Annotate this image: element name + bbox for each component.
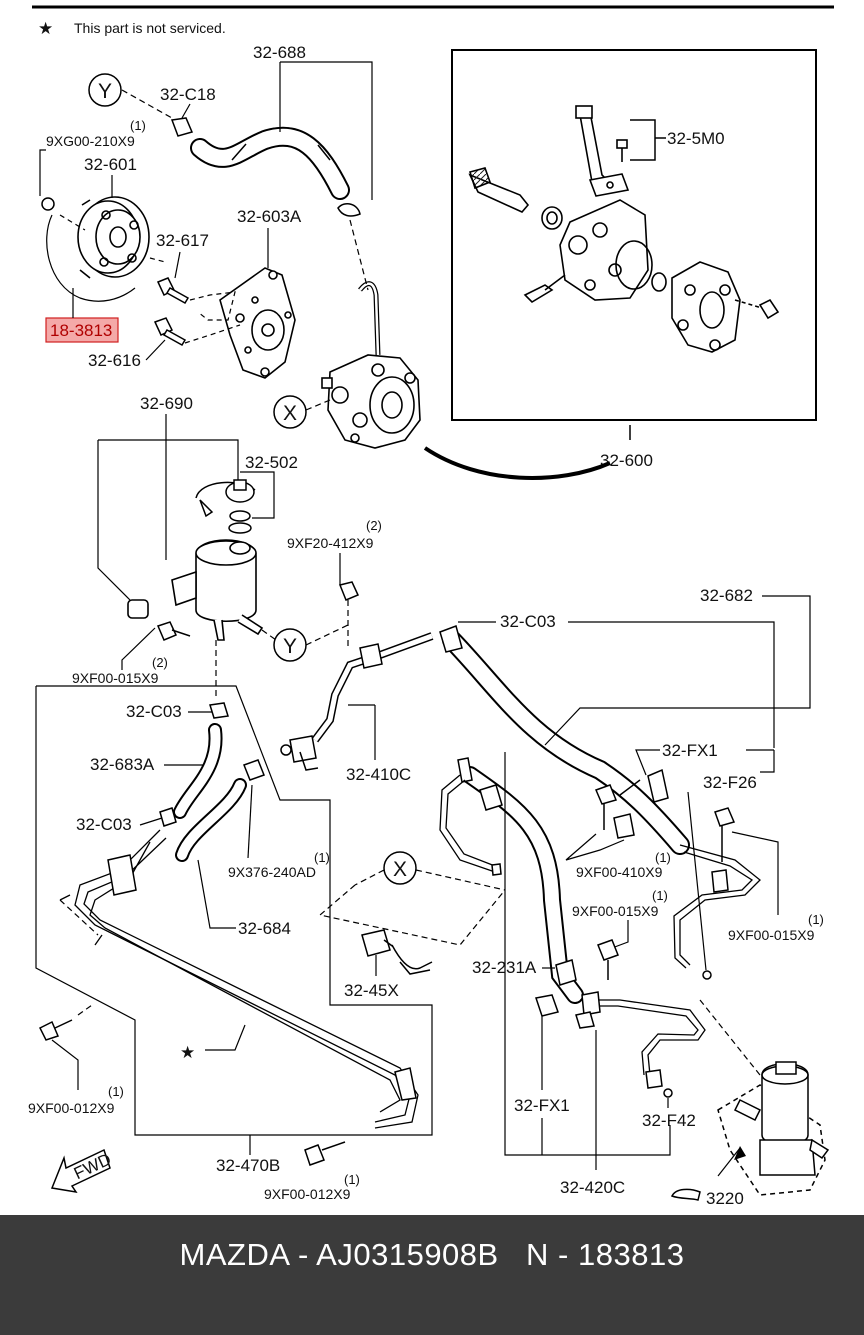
x-detail-frame: [318, 869, 506, 946]
label-32-fx1-top: 32-FX1: [662, 741, 718, 760]
star-icon: ★: [38, 19, 53, 38]
marker-y-top: [88, 73, 122, 107]
label-32-420c: 32-420C: [560, 1178, 625, 1197]
qty-9xf20: (2): [366, 518, 382, 533]
label-32-f26: 32-F26: [703, 773, 757, 792]
label-9xf00-410x9: 9XF00-410X9: [576, 864, 663, 880]
group-box-470b: [35, 685, 433, 1136]
footer-part-info: MAZDA - AJ0315908B N - 183813: [179, 1237, 685, 1272]
label-32-682: 32-682: [700, 586, 753, 605]
marker-y-top-label: Y: [98, 80, 112, 103]
qty-9xf00-012x9-left: (1): [108, 1084, 124, 1099]
label-9x376-240ad: 9X376-240AD: [228, 864, 316, 880]
pipe-32-410c: [280, 632, 434, 771]
dashed-mount-lines: [59, 214, 241, 344]
label-32-690: 32-690: [140, 394, 193, 413]
reservoir-cap: [195, 479, 256, 534]
label-32-410c: 32-410C: [346, 765, 411, 784]
label-32-470b: 32-470B: [216, 1156, 280, 1175]
bolts-617-616: [153, 277, 190, 347]
label-32-683a: 32-683A: [90, 755, 155, 774]
label-32-5m0: 32-5M0: [667, 129, 725, 148]
label-32-688: 32-688: [253, 43, 306, 62]
diagram-canvas: ★ This part is not serviced.: [28, 5, 834, 1208]
reservoir-tank: [127, 539, 264, 641]
label-32-c18: 32-C18: [160, 85, 216, 104]
qty-9xf00-410x9: (1): [655, 850, 671, 865]
label-32-600: 32-600: [600, 451, 653, 470]
bolt-9xf20: [338, 581, 360, 601]
hose-32-688: [190, 126, 350, 200]
label-32-616: 32-616: [88, 351, 141, 370]
qty-9xg00: (1): [130, 118, 146, 133]
label-18-3813[interactable]: 18-3813: [50, 321, 112, 340]
clamp-32-c18: [170, 117, 194, 137]
label-32-f42: 32-F42: [642, 1111, 696, 1130]
qty-9x376: (1): [314, 850, 330, 865]
nut-9xg00: [41, 197, 55, 211]
label-32-502: 32-502: [245, 453, 298, 472]
steering-gear-3220: [717, 1061, 830, 1196]
hose-32-231a: [457, 757, 584, 1004]
pump-curve-arrow: [423, 446, 611, 480]
parts-diagram: ★ This part is not serviced.: [28, 5, 834, 1208]
star-marker-icon: ★: [180, 1043, 195, 1062]
label-9xg00-210x9: 9XG00-210X9: [46, 133, 135, 149]
fwd-arrow-icon: FWD: [50, 1148, 114, 1194]
power-steering-pump: [321, 281, 421, 449]
label-3220: 3220: [706, 1189, 744, 1208]
footer-bar: MAZDA - AJ0315908B N - 183813: [0, 1215, 864, 1335]
bolt-9xf00-012x9-left: [38, 1020, 60, 1041]
leader-32-5m0: [630, 119, 656, 161]
label-9xf00-015x9-mid: 9XF00-015X9: [572, 903, 659, 919]
bolt-9xf00-015x9-right: [714, 807, 736, 827]
label-32-684: 32-684: [238, 919, 291, 938]
marker-x-low: [383, 851, 417, 885]
qty-9xf00-015x9-right: (1): [808, 912, 824, 927]
label-9xf00-015x9-right: 9XF00-015X9: [728, 927, 815, 943]
label-9xf00-012x9-bottom: 9XF00-012X9: [264, 1186, 351, 1202]
reference-arrow-icon: [670, 1188, 701, 1201]
bolt-9xf00-015x9-mid: [597, 939, 619, 961]
label-32-231a: 32-231A: [472, 958, 537, 977]
hose-32-682: [439, 625, 690, 855]
sensor-32-45x: [361, 929, 433, 975]
pipe-right-group: [673, 844, 761, 969]
label-32-603a: 32-603A: [237, 207, 302, 226]
label-9xf00-015x9-left: 9XF00-015X9: [72, 670, 159, 686]
bolt-9xf00-410x9: [594, 784, 618, 805]
bracket-603a: [219, 267, 296, 379]
clamp-upper: [337, 203, 361, 217]
hose-683a-684: [173, 723, 265, 862]
pulley: [46, 196, 150, 302]
label-32-601: 32-601: [84, 155, 137, 174]
label-9xf20-412x9: 9XF20-412X9: [287, 535, 374, 551]
label-9xf00-012x9-left: 9XF00-012X9: [28, 1100, 115, 1116]
marker-x-low-label: X: [393, 858, 407, 881]
marker-y-mid-label: Y: [283, 635, 297, 658]
qty-9xf00-012x9-bottom: (1): [344, 1172, 360, 1187]
label-32-45x: 32-45X: [344, 981, 399, 1000]
label-32-c03-top: 32-C03: [500, 612, 556, 631]
pump-detail-box: [451, 49, 817, 421]
label-32-c03-low: 32-C03: [76, 815, 132, 834]
label-32-fx1-low: 32-FX1: [514, 1096, 570, 1115]
label-32-c03-mid: 32-C03: [126, 702, 182, 721]
legend-note: This part is not serviced.: [74, 20, 226, 36]
marker-x-top: [273, 395, 307, 429]
pump-exploded-view: [468, 105, 780, 353]
bolt-9xf00-012x9-bottom: [304, 1144, 325, 1166]
highlight-box-18-3813[interactable]: [45, 317, 119, 343]
pipe-32-420c: [439, 774, 706, 1076]
qty-9xf00-015x9-left: (2): [152, 655, 168, 670]
label-32-617: 32-617: [156, 231, 209, 250]
marker-x-top-label: X: [283, 402, 297, 425]
qty-9xf00-015x9-mid: (1): [652, 888, 668, 903]
